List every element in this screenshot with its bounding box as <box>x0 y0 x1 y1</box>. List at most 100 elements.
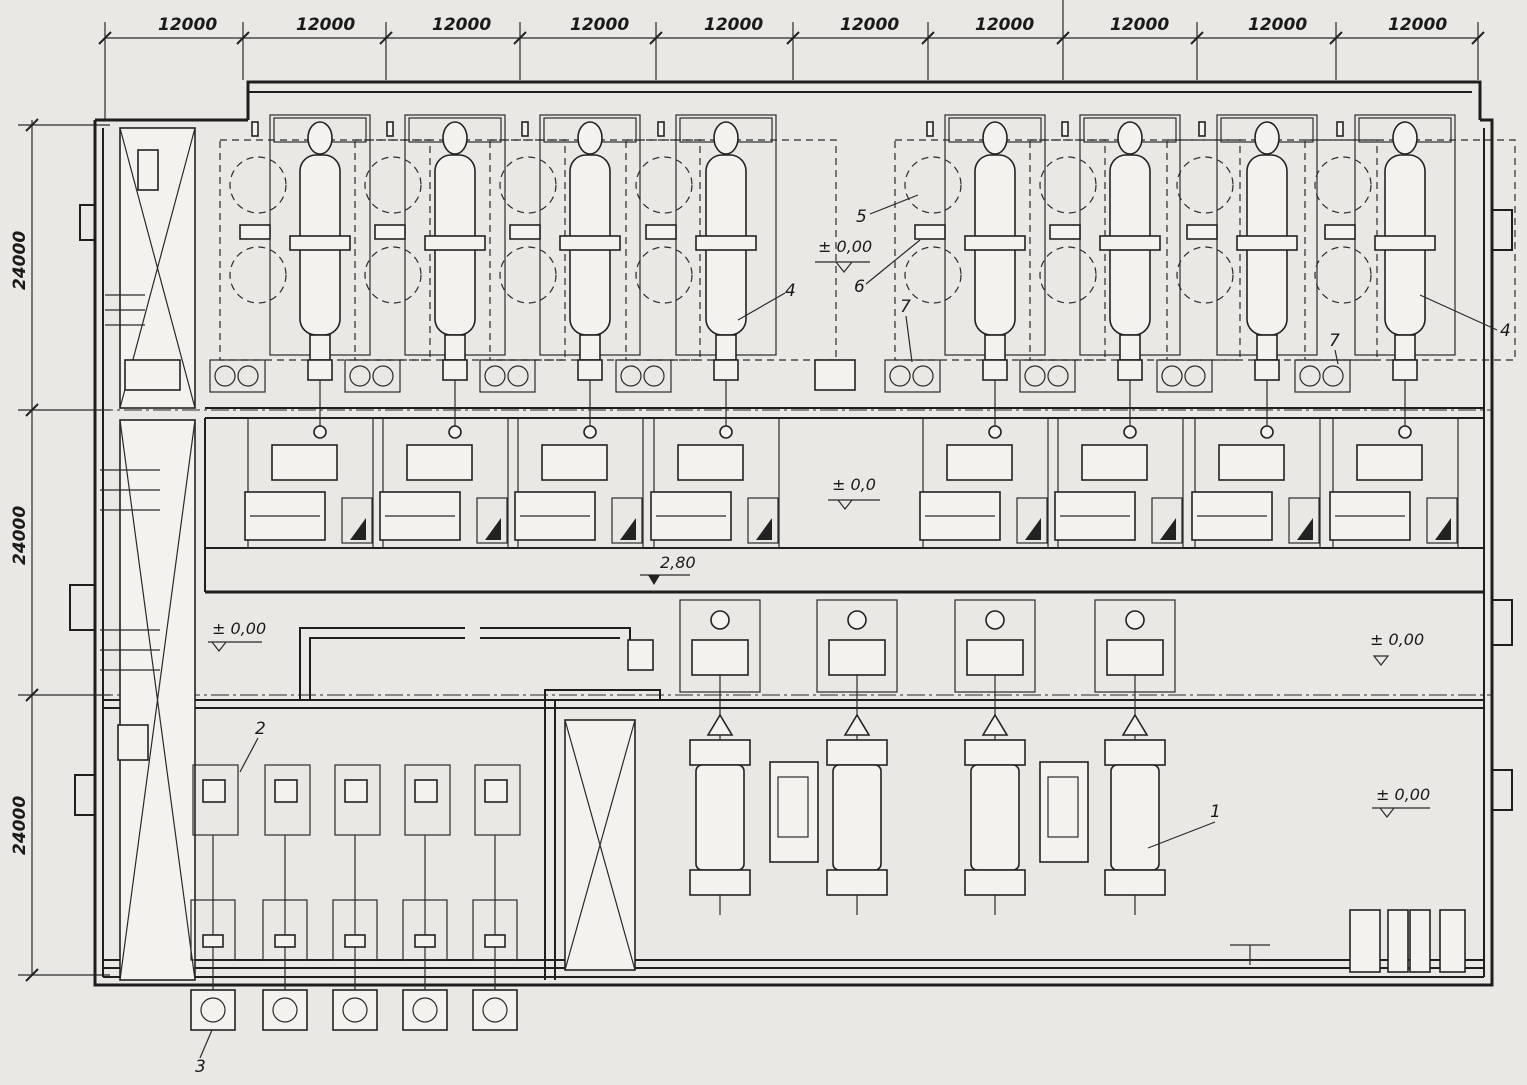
callout-5: 5 <box>856 207 867 227</box>
dashed-circle-upper <box>904 156 962 214</box>
turbine-nose <box>1117 121 1143 155</box>
service-rooms <box>299 359 1466 980</box>
pump-units <box>190 764 521 1031</box>
gearbox-unit <box>650 417 780 549</box>
pump-pair-frame <box>1019 359 1076 393</box>
pump-a <box>1024 365 1046 387</box>
turbine-nose <box>1254 121 1280 155</box>
cabinet <box>476 497 508 544</box>
dashed-circle-upper <box>1039 156 1097 214</box>
gearbox <box>1081 444 1148 481</box>
gear-bay <box>1057 417 1184 549</box>
coupling <box>577 359 603 381</box>
dim-top-9: 12000 <box>1248 15 1307 35</box>
gear-bay <box>382 417 509 549</box>
pump-base <box>190 899 236 961</box>
motor-body <box>1110 764 1160 871</box>
elevation-upper-center: ± 0,00 <box>815 237 872 273</box>
valve-box <box>1186 224 1218 240</box>
pump-pair-frame <box>479 359 536 393</box>
callout-7-right: 7 <box>1329 331 1340 351</box>
pump-unit <box>472 764 521 1031</box>
pump-b <box>507 365 529 387</box>
gear-bay <box>247 417 374 549</box>
pump-unit <box>332 764 381 1031</box>
pump-motor <box>414 779 438 803</box>
pump-a <box>349 365 371 387</box>
gear-bay <box>1332 417 1459 549</box>
elevation-marks: ± 0,00 ± 0,0 ± 0,00 ± 0,00 ± 0,00 2,80 <box>208 237 1430 818</box>
turbine-shaft-end <box>1256 334 1278 361</box>
turbine-band <box>964 235 1026 251</box>
turbine-unit <box>1156 114 1378 430</box>
gearbox <box>946 444 1013 481</box>
turbine-unit <box>479 114 701 430</box>
turbine-unit <box>884 114 1106 430</box>
turbine-shaft-end <box>579 334 601 361</box>
pump-base <box>402 899 448 961</box>
dim-top-2: 12000 <box>296 15 355 35</box>
turbine-band <box>289 235 351 251</box>
elevation-left-middle: ± 0,00 <box>208 619 266 652</box>
pump-b <box>643 365 665 387</box>
dashed-circle-lower <box>1176 246 1234 304</box>
dashed-circle-lower <box>904 246 962 304</box>
cabinet-mark <box>1435 518 1451 540</box>
dashed-circle-upper <box>635 156 693 214</box>
gear-bay <box>922 417 1049 549</box>
compressor-cap <box>710 610 730 630</box>
pump-b <box>1322 365 1344 387</box>
compressor-cone <box>1121 713 1149 736</box>
cabinet-mark <box>485 518 501 540</box>
coupling <box>982 359 1008 381</box>
gearbox-unit <box>1329 417 1459 549</box>
gearbox-unit <box>379 417 509 549</box>
dashed-circle-upper <box>499 156 557 214</box>
compressor-head <box>1106 639 1164 676</box>
top-dimension-chain: 12000 12000 12000 12000 12000 12000 1200… <box>98 0 1485 120</box>
gear-bay <box>517 417 644 549</box>
column-marker <box>1061 121 1069 137</box>
gearbox <box>1356 444 1423 481</box>
cabinet-mark <box>1025 518 1041 540</box>
coupling <box>1392 359 1418 381</box>
gearbox <box>271 444 338 481</box>
motor-body <box>695 764 745 871</box>
gearbox-unit <box>1191 417 1321 549</box>
gearbox-unit <box>919 417 1049 549</box>
cabinet-mark <box>756 518 772 540</box>
gear-coupling <box>448 425 462 439</box>
gear-coupling <box>988 425 1002 439</box>
compressor-cone <box>706 713 734 736</box>
elevation-right-middle: ± 0,00 <box>1370 630 1424 666</box>
svg-text:± 0,00: ± 0,00 <box>1370 630 1424 649</box>
turbine-shaft-end <box>715 334 737 361</box>
gear-coupling <box>583 425 597 439</box>
valve-box <box>509 224 541 240</box>
svg-text:2,80: 2,80 <box>660 553 696 572</box>
dashed-circle-upper <box>1176 156 1234 214</box>
cabinet-mark <box>1297 518 1313 540</box>
motor-flange <box>1104 739 1166 766</box>
column-marker <box>386 121 394 137</box>
turbine-unit <box>344 114 566 430</box>
motor-body <box>970 764 1020 871</box>
pump-a <box>620 365 642 387</box>
pump-frame <box>264 764 311 836</box>
pump-motor <box>484 779 508 803</box>
callout-2: 2 <box>255 719 266 739</box>
dim-side-3: 24000 <box>10 796 30 855</box>
cabinet-door <box>777 776 809 838</box>
compressor-head <box>828 639 886 676</box>
gear-coupling <box>1398 425 1412 439</box>
dim-side-1: 24000 <box>10 231 30 290</box>
pump-unit <box>262 764 311 1031</box>
callout-6: 6 <box>854 277 865 297</box>
turbine-nose <box>982 121 1008 155</box>
motor-body <box>832 764 882 871</box>
turbine-nose <box>1392 121 1418 155</box>
motor-end <box>826 869 888 896</box>
outdoor-vessel <box>262 989 308 1031</box>
pump-pair-frame <box>1156 359 1213 393</box>
dashed-circle-lower <box>229 246 287 304</box>
